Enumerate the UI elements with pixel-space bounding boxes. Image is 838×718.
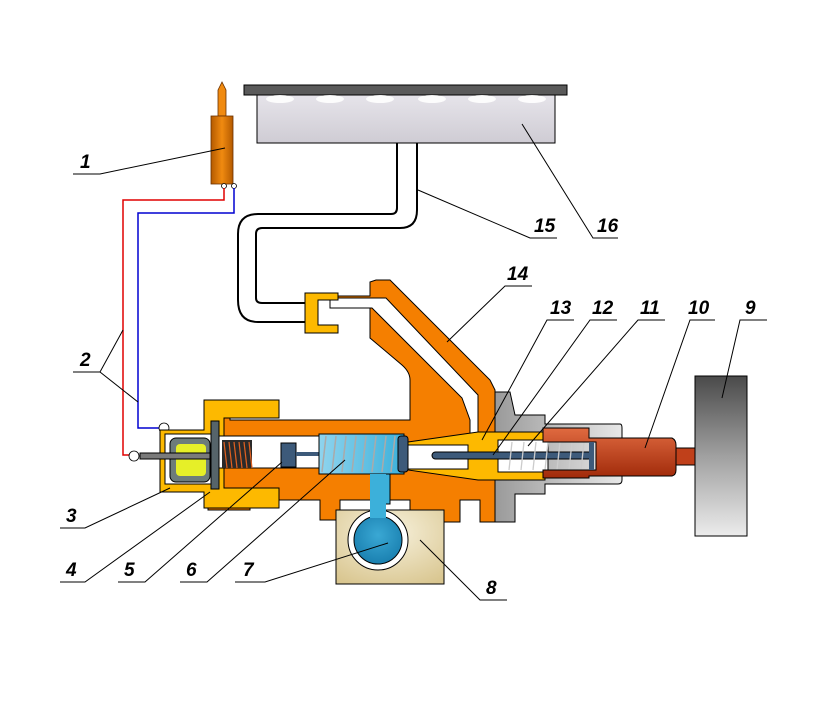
valve-disc [397, 435, 409, 473]
label-5: 5 [124, 560, 135, 581]
housing-cap [139, 433, 212, 485]
leader-12 [492, 319, 617, 456]
leader-11 [527, 319, 665, 447]
label-16: 16 [597, 216, 619, 237]
label-1: 1 [80, 152, 91, 173]
return-spring [508, 441, 585, 471]
fuel-rail [243, 84, 568, 144]
label-13: 13 [550, 298, 572, 319]
ball-valve [335, 474, 445, 585]
leader-15 [417, 189, 557, 239]
leader-8 [419, 539, 507, 601]
label-9: 9 [745, 298, 756, 319]
leader-7 [235, 542, 389, 583]
sensor [210, 81, 237, 189]
solenoid-coil [222, 440, 253, 469]
label-2: 2 [79, 350, 91, 371]
label-6: 6 [186, 560, 197, 581]
label-14: 14 [507, 264, 529, 285]
leader-13 [481, 319, 574, 441]
spring [321, 435, 396, 473]
label-8: 8 [486, 578, 497, 599]
label-3: 3 [66, 506, 77, 527]
leader-16 [521, 123, 618, 239]
leader-9 [721, 319, 767, 399]
label-10: 10 [688, 298, 710, 319]
label-4: 4 [65, 560, 77, 581]
leader-5 [118, 461, 283, 583]
leader-6 [180, 459, 346, 583]
leader-14 [446, 285, 532, 343]
label-7: 7 [243, 560, 255, 581]
stop-plate [694, 375, 748, 537]
fuel-line [237, 143, 418, 323]
leader-10 [644, 319, 715, 449]
label-12: 12 [592, 298, 614, 319]
label-15: 15 [534, 216, 556, 237]
leader-lines [60, 123, 767, 601]
leader-1 [73, 147, 226, 175]
part-labels: 1 2 3 4 5 6 7 8 9 10 11 12 13 14 15 16 [65, 152, 756, 599]
anchor-plate [210, 420, 220, 490]
needle [431, 451, 593, 460]
label-11: 11 [640, 298, 660, 319]
leader-4 [60, 491, 211, 583]
leader-2 [73, 329, 139, 403]
leader-3 [60, 487, 171, 529]
